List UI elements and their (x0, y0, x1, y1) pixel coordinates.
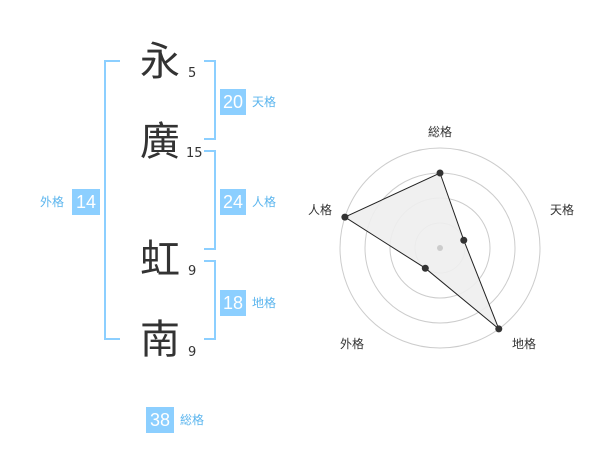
name-char-4: 南 (140, 317, 180, 363)
stroke-count-2: 15 (186, 146, 203, 161)
jinkaku-bracket (204, 150, 216, 250)
soukaku-label: 総格 (180, 413, 205, 427)
radar-points (341, 169, 503, 333)
tenkaku-label: 天格 (252, 95, 277, 109)
radar-polygon (343, 172, 500, 330)
radar-axis-label-jinkaku: 人格 (308, 203, 333, 217)
chikaku-bracket (204, 260, 216, 340)
radar-axis-label-soukaku: 総格 (428, 125, 453, 139)
radar-point-5 (341, 213, 349, 221)
gaikaku-bracket (104, 60, 120, 340)
radar-point-4 (421, 264, 429, 272)
radar-axis-label-tenkaku: 天格 (550, 203, 575, 217)
chikaku-value-badge: 18 (220, 290, 246, 316)
radar-ring-4 (339, 147, 541, 349)
tenkaku-bracket (204, 60, 216, 140)
name-char-3: 虹 (140, 237, 180, 283)
radar-center-dot (437, 245, 443, 251)
radar-axis-label-chikaku: 地格 (512, 337, 537, 351)
stroke-count-1: 5 (188, 66, 197, 81)
stroke-count-4: 9 (188, 345, 197, 360)
jinkaku-value-badge: 24 (220, 189, 246, 215)
radar-point-3 (495, 325, 503, 333)
tenkaku-value-badge: 20 (220, 89, 246, 115)
name-char-1: 永 (140, 39, 180, 85)
jinkaku-label: 人格 (252, 195, 277, 209)
radar-point-2 (460, 236, 468, 244)
stroke-count-3: 9 (188, 264, 197, 279)
chikaku-label: 地格 (252, 296, 277, 310)
name-char-2: 廣 (140, 119, 180, 165)
radar-axis-label-gaikaku: 外格 (340, 337, 365, 351)
soukaku-value-badge: 38 (146, 407, 174, 433)
gaikaku-label: 外格 (40, 195, 65, 209)
radar-point-1 (436, 169, 444, 177)
gaikaku-value-badge: 14 (72, 189, 100, 215)
